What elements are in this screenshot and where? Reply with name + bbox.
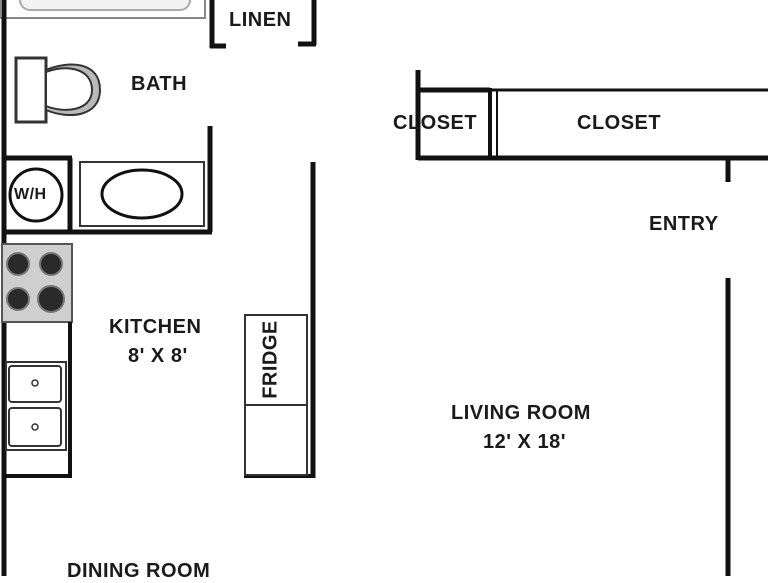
kitchen-label: KITCHEN xyxy=(109,316,202,338)
water-heater xyxy=(8,167,64,223)
bathtub xyxy=(0,0,206,19)
linen-label: LINEN xyxy=(229,9,292,31)
linen-closet xyxy=(209,0,317,49)
kitchen-partition xyxy=(244,162,316,478)
dining-room-label: DINING ROOM xyxy=(67,560,211,582)
water-heater-label: W/H xyxy=(14,186,47,203)
fridge-label: FRIDGE xyxy=(259,320,282,399)
closets xyxy=(415,70,768,161)
kitchen-counter xyxy=(2,322,72,478)
living-room-size-label: 12' X 18' xyxy=(483,431,566,453)
closet-small-label: CLOSET xyxy=(393,112,478,134)
closet-large-label: CLOSET xyxy=(577,112,662,134)
bath-label: BATH xyxy=(131,73,188,95)
entry-label: ENTRY xyxy=(649,213,719,235)
stove xyxy=(1,243,73,323)
vanity-sink xyxy=(79,161,205,227)
living-room-label: LIVING ROOM xyxy=(451,402,591,424)
toilet xyxy=(14,56,102,124)
kitchen-size-label: 8' X 8' xyxy=(128,345,188,367)
